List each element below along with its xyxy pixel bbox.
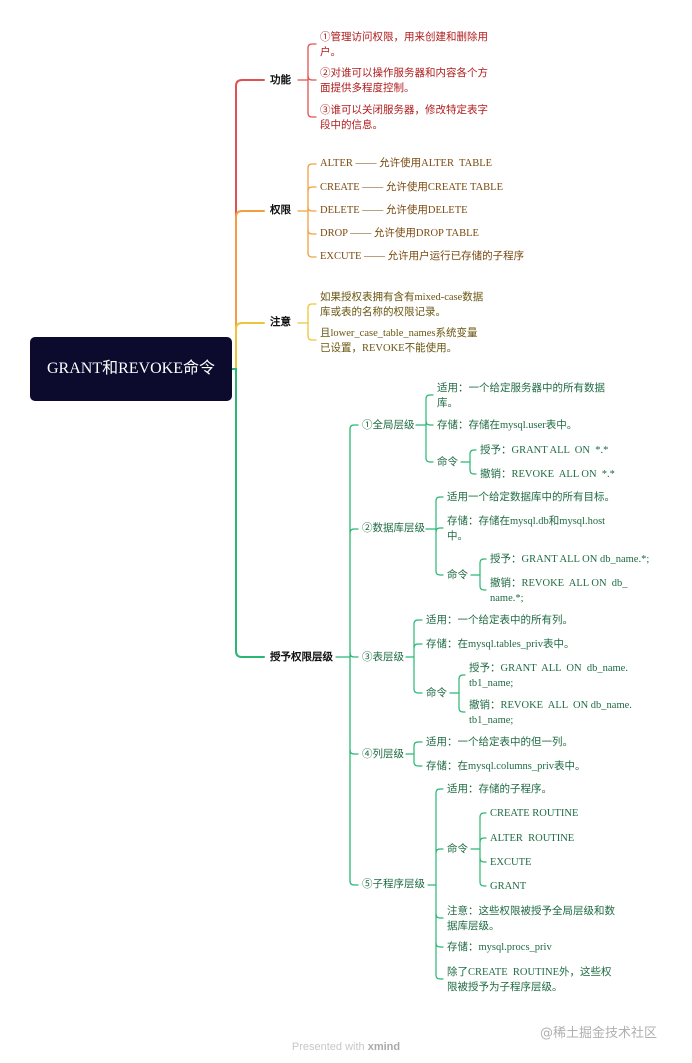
branch-privileges[interactable]: 权限: [270, 204, 291, 216]
routine-bracket-tick-3: [435, 942, 444, 948]
level-routine[interactable]: ⑤子程序层级: [362, 879, 425, 890]
routine-bracket-tick-1: [435, 848, 444, 854]
routine-cmd-bracket-tick-2: [479, 857, 487, 863]
global-revoke: 撤销：REVOKE ALL ON *.*: [480, 469, 615, 480]
column-bracket-tick-0: [413, 741, 423, 747]
note-item-2: 且lower_case_table_names系统变量 已设置，REVOKE不能…: [320, 328, 478, 354]
database-apply: 适用一个给定数据库中的所有目标。: [447, 492, 615, 503]
database-grant: 授予：GRANT ALL ON db_name.*;: [490, 554, 650, 565]
watermark: @稀土掘金技术社区: [540, 1026, 658, 1041]
global-apply: 适用：一个给定服务器中的所有数据 库。: [437, 383, 605, 409]
levels-bracket-tick-4: [349, 880, 359, 886]
table-cmd-bracket-tick-1: [458, 707, 466, 713]
levels-bracket-tick-1: [349, 528, 359, 534]
trunk-function: [231, 79, 265, 370]
global-bracket-tick-0: [425, 394, 434, 400]
footer: Presented with xmind: [0, 1041, 692, 1053]
database-cmd-bracket-tick-0: [479, 558, 487, 564]
table-revoke: 撤销：REVOKE ALL ON db_name. tb1_name;: [469, 700, 632, 726]
routine-bracket-tick-2: [435, 913, 444, 919]
function-item-2: ②对谁可以操作服务器和内容各个方 面提供多程度控制。: [320, 68, 488, 94]
level-table[interactable]: ③表层级: [362, 652, 404, 663]
global-bracket-tick-1: [425, 420, 434, 426]
note-bracket-tick-1: [307, 335, 317, 341]
routine-cmd-bracket-tick-1: [479, 837, 487, 843]
trunk-note: [231, 322, 265, 370]
privilege-excute: EXCUTE —— 允许用户运行已存储的子程序: [320, 251, 525, 262]
column-bracket-tick-1: [413, 761, 423, 767]
levels-bracket-tick-2: [349, 652, 359, 658]
table-apply: 适用：一个给定表中的所有列。: [426, 615, 573, 626]
privileges-bracket-tick-0: [307, 163, 317, 169]
column-store: 存储：在mysql.columns_priv表中。: [426, 761, 586, 772]
database-bracket-tick-1: [435, 527, 444, 533]
routine-note: 注意：这些权限被授予全局层级和数 据库层级。: [447, 906, 615, 932]
levels-bracket-tick-0: [349, 424, 359, 430]
table-bracket-tick-2: [413, 688, 423, 694]
database-bracket-tick-0: [435, 496, 444, 502]
routine-store: 存储：mysql.procs_priv: [447, 942, 552, 953]
privileges-bracket-tick-4: [307, 252, 317, 258]
routine-bracket-tick-0: [435, 788, 444, 794]
privileges-bracket-tick-1: [307, 186, 317, 192]
routine-bracket-tick-4: [435, 974, 444, 980]
table-cmd-bracket-tick-0: [458, 674, 466, 680]
routine-apply: 适用：存储的子程序。: [447, 784, 552, 795]
routine-cmd-bracket-tick-3: [479, 881, 487, 887]
level-column[interactable]: ④列层级: [362, 749, 404, 760]
global-bracket-tick-2: [425, 457, 434, 463]
routine-cmd-bracket-tick-0: [479, 812, 487, 818]
levels-bracket-tick-3: [349, 749, 359, 755]
global-cmd-bracket-tick-1: [469, 469, 477, 475]
table-grant: 授予：GRANT ALL ON db_name. tb1_name;: [469, 663, 628, 689]
note-item-1: 如果授权表拥有含有mixed-case数据 库或表的名称的权限记录。: [320, 292, 484, 318]
routine-command[interactable]: 命令: [447, 844, 468, 855]
level-database[interactable]: ②数据库层级: [362, 523, 425, 534]
privilege-drop: DROP —— 允许使用DROP TABLE: [320, 228, 479, 239]
routine-extra: 除了CREATE ROUTINE外，这些权 限被授予为子程序层级。: [447, 967, 612, 993]
function-bracket-tick-0: [307, 43, 317, 49]
privileges-bracket-tick-3: [307, 229, 317, 235]
table-bracket-tick-1: [413, 643, 423, 649]
function-bracket-tick-1: [307, 75, 317, 81]
root-topic[interactable]: GRANT和REVOKE命令: [30, 337, 232, 401]
routine-cmd-alter: ALTER ROUTINE: [490, 833, 575, 844]
table-store: 存储：在mysql.tables_priv表中。: [426, 639, 575, 650]
routine-cmd-create: CREATE ROUTINE: [490, 808, 579, 819]
function-item-3: ③谁可以关闭服务器，修改特定表字 段中的信息。: [320, 105, 488, 131]
function-bracket-tick-2: [307, 112, 317, 118]
function-item-1: ①管理访问权限，用来创建和删除用 户。: [320, 32, 488, 58]
privilege-create: CREATE —— 允许使用CREATE TABLE: [320, 182, 504, 193]
database-revoke: 撤销：REVOKE ALL ON db_ name.*;: [490, 578, 628, 604]
database-bracket-tick-2: [435, 570, 444, 576]
global-command[interactable]: 命令: [437, 457, 458, 468]
level-global[interactable]: ①全局层级: [362, 420, 415, 431]
privilege-alter: ALTER —— 允许使用ALTER TABLE: [320, 158, 493, 169]
table-command[interactable]: 命令: [426, 688, 447, 699]
routine-cmd-grant: GRANT: [490, 881, 527, 892]
database-command[interactable]: 命令: [447, 570, 468, 581]
privilege-delete: DELETE —— 允许使用DELETE: [320, 205, 468, 216]
global-store: 存储：存储在mysql.user表中。: [437, 420, 578, 431]
trunk-privileges: [231, 210, 265, 370]
database-cmd-bracket-tick-1: [479, 585, 487, 591]
database-store: 存储：存储在mysql.db和mysql.host 中。: [447, 516, 606, 542]
note-bracket-tick-0: [307, 303, 317, 309]
branch-note[interactable]: 注意: [270, 316, 291, 328]
global-cmd-bracket-tick-0: [469, 449, 477, 455]
privileges-bracket-tick-2: [307, 206, 317, 212]
routine-cmd-excute: EXCUTE: [490, 857, 532, 868]
xmind-brand: xmind: [367, 1041, 401, 1053]
branch-privilege-levels[interactable]: 授予权限层级: [270, 651, 333, 663]
trunk-levels: [231, 368, 265, 658]
footer-prefix: Presented with: [291, 1041, 368, 1053]
global-grant: 授予：GRANT ALL ON *.*: [480, 445, 609, 456]
column-apply: 适用：一个给定表中的但一列。: [426, 737, 573, 748]
table-bracket-tick-0: [413, 619, 423, 625]
branch-function[interactable]: 功能: [270, 74, 291, 86]
